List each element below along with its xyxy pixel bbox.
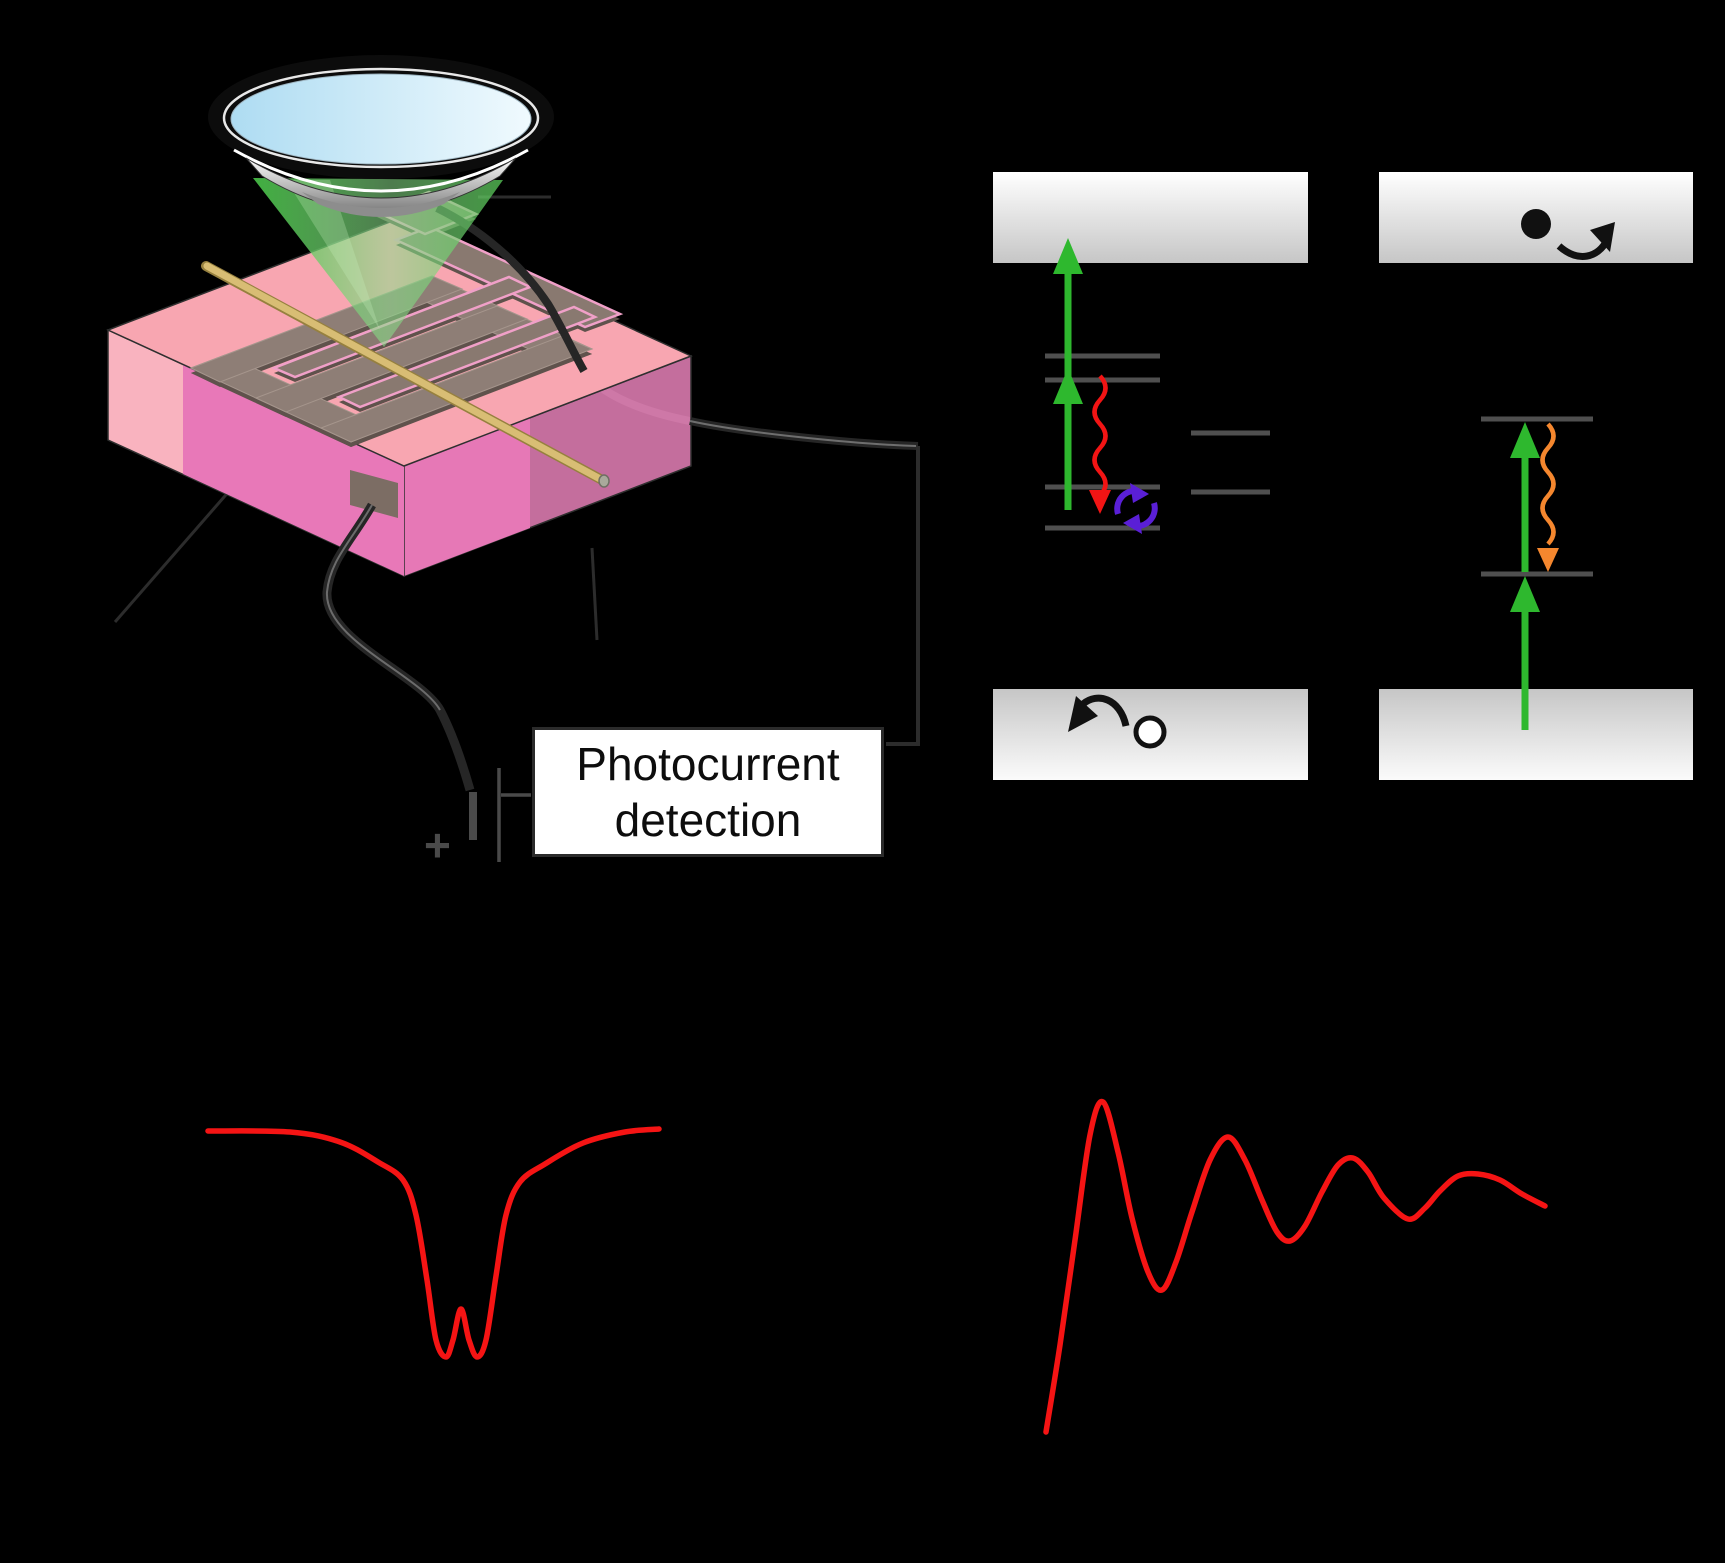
- sample-front-right-dark: [404, 418, 530, 576]
- wire-to-circuit-sheen: [689, 420, 917, 447]
- electron-icon: [1521, 209, 1615, 260]
- battery-icon: [469, 768, 531, 862]
- resonance-dip-curve: [205, 1126, 662, 1360]
- electrode-finger-2: [254, 305, 529, 413]
- objective-icon: [208, 55, 554, 217]
- hole-icon: [1068, 694, 1167, 749]
- valence-band-right: [1379, 689, 1693, 780]
- battery-plus-label: +: [424, 819, 451, 871]
- electrode-front-pad: [350, 470, 398, 518]
- laser-cone-icon: [253, 178, 503, 347]
- energy-diagram-panel: [993, 172, 1693, 780]
- photocurrent-box-line1: Photocurrent: [576, 737, 840, 790]
- energy-levels-right: [1481, 416, 1593, 577]
- spin-recycle-icon: [1114, 483, 1158, 534]
- conduction-band-left: [993, 172, 1308, 263]
- electrode-inner-finger-1: [270, 275, 534, 379]
- antenna-icon: [201, 261, 610, 488]
- sample-front-left-dark: [183, 364, 404, 576]
- electrode-finger-3: [319, 335, 594, 443]
- excitation-arrow-left: [1053, 238, 1083, 510]
- sample-pointer-line: [113, 480, 240, 623]
- excitation-arrows-right: [1510, 422, 1540, 730]
- photocurrent-box-line2: detection: [614, 794, 802, 846]
- photocurrent-detection-box: Photocurrent detection: [532, 727, 884, 857]
- energy-levels-middle: [1191, 430, 1270, 495]
- wire-to-battery-sheen: [325, 504, 441, 711]
- setup-schematic-panel: [106, 55, 920, 862]
- wire-to-circuit: [689, 417, 919, 450]
- objective-lens: [230, 73, 532, 165]
- circuit-line-right: [886, 446, 920, 746]
- relaxation-wavy-orange: [1537, 422, 1559, 572]
- damped-oscillation-curve: [1043, 1098, 1548, 1435]
- right-pointer-line: [590, 547, 599, 641]
- relaxation-wavy-red: [1089, 374, 1111, 514]
- electrode-inner-finger-2: [335, 305, 599, 409]
